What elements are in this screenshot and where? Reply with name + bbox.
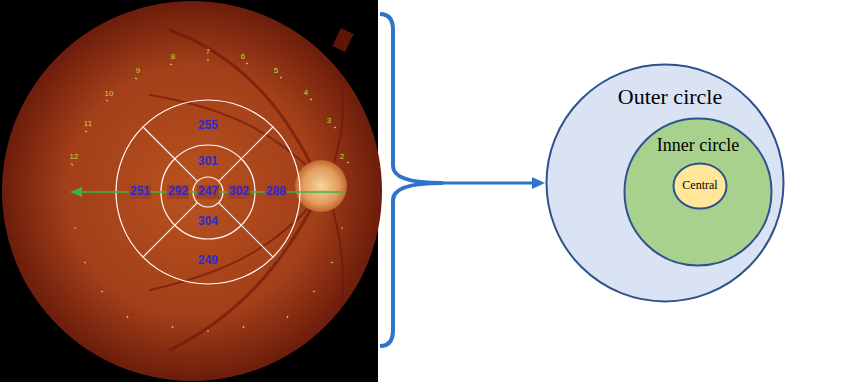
clock-number: 3 [327,117,331,126]
central-circle: Central [672,162,728,210]
thickness-value: 249 [198,254,218,267]
clock-number: 10 [105,90,114,99]
clock-number: 5 [274,67,278,76]
circle-label: Inner circle [657,135,739,156]
thickness-value: 292 [167,185,189,198]
clock-number: 8 [171,53,175,62]
clock-number: 7 [206,48,210,57]
thickness-value: 288 [265,185,287,198]
circle-label: Central [682,179,717,193]
outer-circle: Outer circleInner circleCentral [545,63,785,303]
thickness-value: 304 [198,215,218,228]
thickness-value: 301 [198,155,218,168]
clock-number: 11 [84,120,92,129]
thickness-value: 255 [198,119,218,132]
clock-number: 6 [241,53,245,62]
clock-number: 4 [304,89,308,98]
clock-number: 2 [340,153,344,162]
clock-number: 9 [136,67,140,76]
thickness-value: 302 [228,185,250,198]
clock-number: 12 [70,153,79,162]
inner-circle: Inner circleCentral [623,117,773,267]
thickness-value: 247 [197,185,219,198]
thickness-value: 251 [129,185,151,198]
circle-label: Outer circle [618,84,722,109]
